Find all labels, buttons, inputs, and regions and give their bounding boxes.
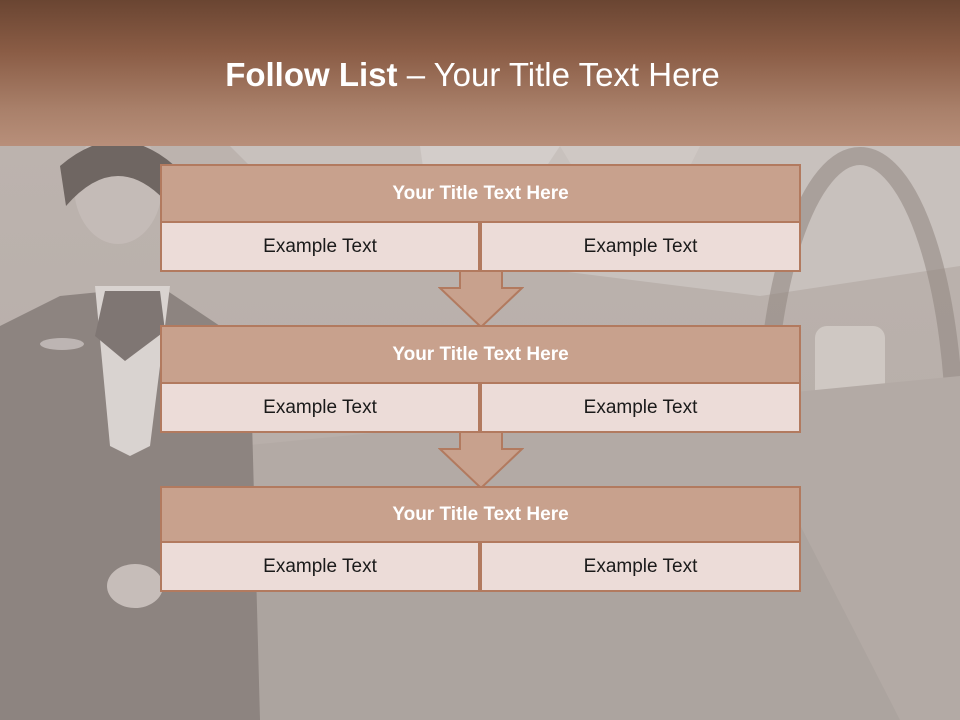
row-cell-right: Example Text	[480, 382, 801, 433]
row-cell-right: Example Text	[480, 221, 801, 272]
row-title: Your Title Text Here	[160, 164, 801, 223]
header-band: Follow List – Your Title Text Here	[0, 0, 960, 146]
row-cell-left: Example Text	[160, 382, 480, 433]
slide-title: Follow List – Your Title Text Here	[0, 52, 945, 98]
slide-title-bold: Follow List	[225, 56, 398, 93]
row-cell-left: Example Text	[160, 221, 480, 272]
flight-attendant-photo	[0, 146, 960, 720]
down-arrow-icon	[438, 431, 524, 489]
down-arrow-icon	[438, 270, 524, 328]
slide-title-rest: – Your Title Text Here	[397, 56, 720, 93]
row-cell-left: Example Text	[160, 541, 480, 592]
row-title: Your Title Text Here	[160, 486, 801, 543]
row-title: Your Title Text Here	[160, 325, 801, 384]
row-cell-right: Example Text	[480, 541, 801, 592]
